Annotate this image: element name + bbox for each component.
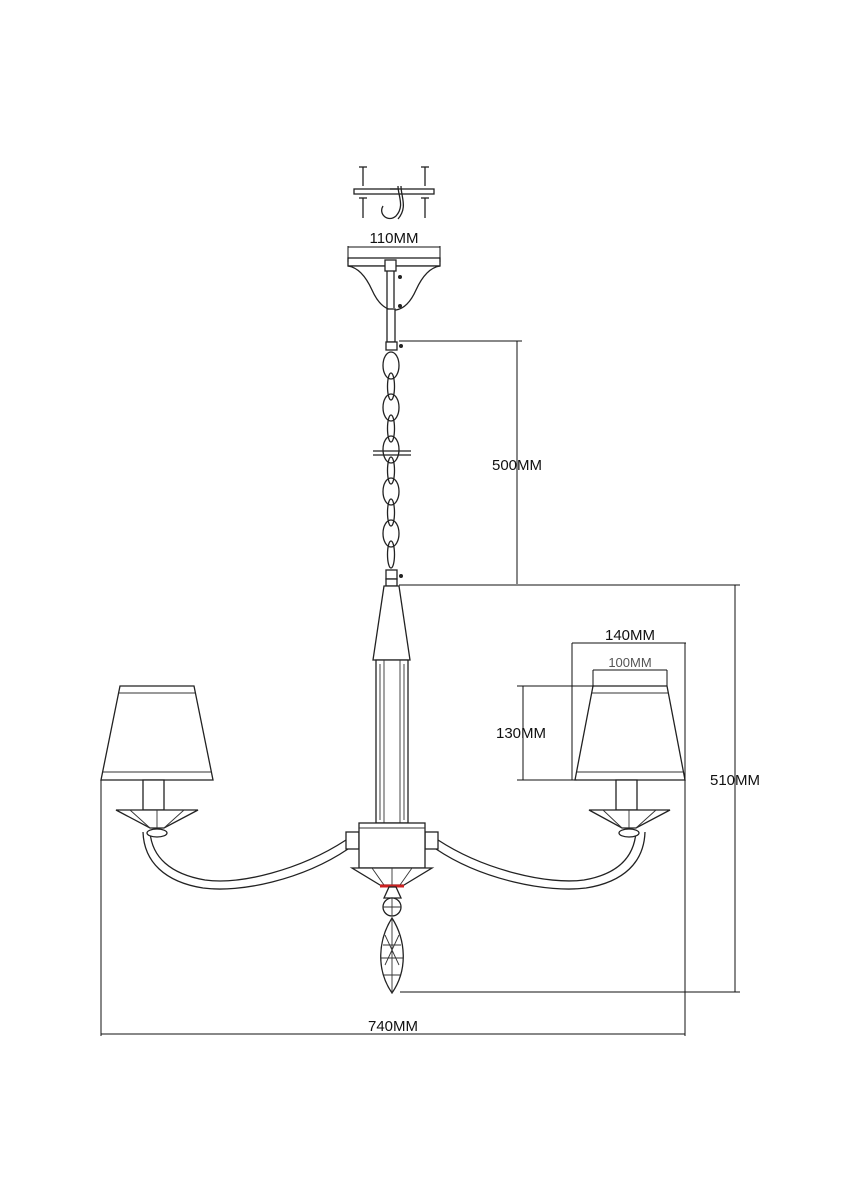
- chain-link: [382, 519, 400, 548]
- shade-height-label: 130MM: [496, 725, 546, 742]
- ceiling-canopy: [347, 257, 441, 311]
- dimension-shade-top-outer: 140MM: [571, 627, 686, 1036]
- shade-top-outer-label: 140MM: [605, 627, 655, 644]
- dimension-shade-top-inner: 100MM: [592, 655, 668, 686]
- body-height-label: 510MM: [710, 772, 760, 789]
- chain-link: [386, 456, 396, 485]
- chain-link: [386, 498, 396, 527]
- screw-icon: [421, 197, 429, 218]
- center-hub: [349, 822, 435, 888]
- canopy-width-label: 110MM: [370, 230, 419, 247]
- chain-link: [382, 477, 400, 506]
- chain-link: [382, 351, 400, 380]
- right-lamp: [574, 685, 686, 838]
- screw-icon: [359, 197, 367, 218]
- dimension-body-height: 510MM: [399, 584, 760, 993]
- ceiling-hook-icon: [381, 185, 402, 220]
- hanging-chain: [373, 308, 411, 587]
- mounting-hardware: [353, 166, 435, 220]
- dimension-shade-height: 130MM: [496, 685, 594, 781]
- shade-top-inner-label: 100MM: [608, 655, 651, 670]
- chain-link: [386, 372, 396, 401]
- left-lamp: [100, 685, 214, 838]
- chain-length-label: 500MM: [492, 457, 542, 474]
- screw-icon: [359, 166, 367, 186]
- chain-link: [382, 393, 400, 422]
- total-width-label: 740MM: [368, 1018, 418, 1035]
- mounting-bracket: [353, 188, 435, 195]
- chain-link: [386, 540, 396, 569]
- dimension-total-width: 740MM: [100, 780, 685, 1036]
- chain-link: [382, 435, 400, 464]
- dimension-canopy-width: 110MM: [347, 230, 441, 262]
- central-stem: [372, 585, 411, 824]
- chain-link: [386, 414, 396, 443]
- crystal-pendant: [380, 886, 404, 995]
- dimension-chain-length: 500MM: [399, 340, 542, 584]
- screw-icon: [421, 166, 429, 186]
